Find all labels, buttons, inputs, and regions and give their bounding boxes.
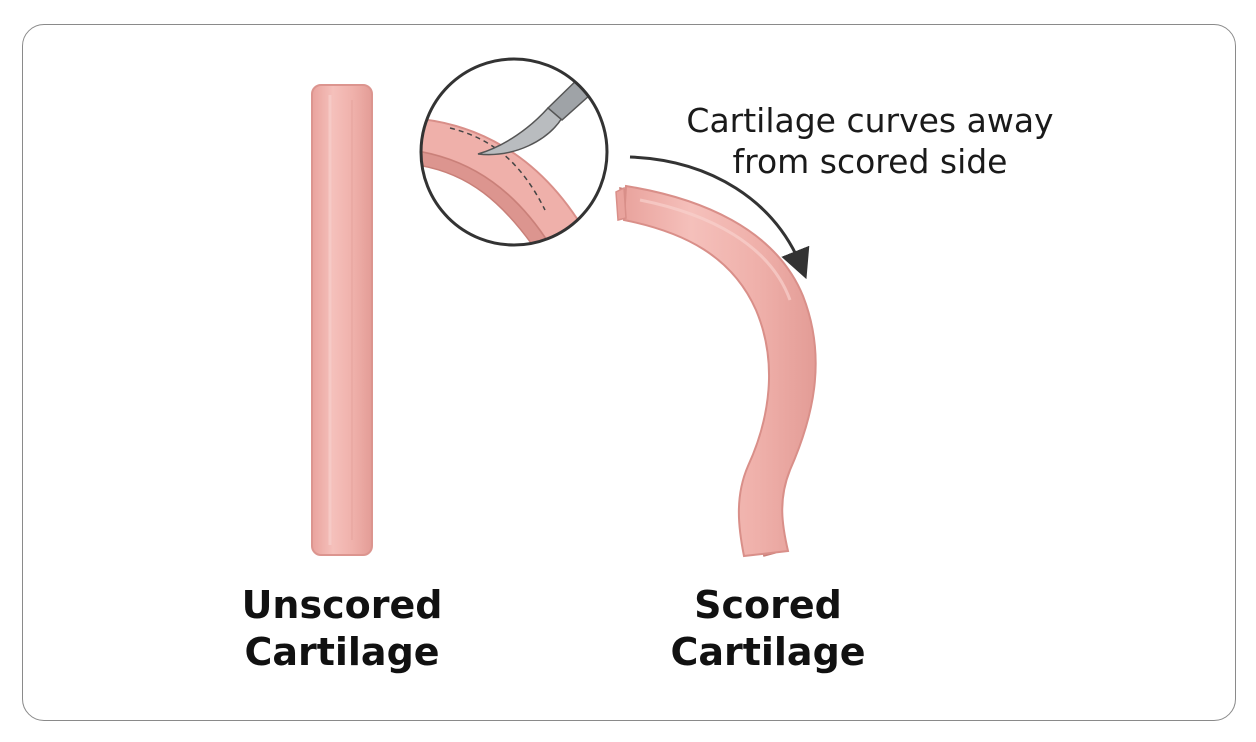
unscored-label-line-2: Cartilage — [244, 630, 440, 674]
curvature-annotation: Cartilage curves away from scored side — [660, 100, 1080, 182]
curve-arrow — [629, 155, 810, 280]
annotation-line-1: Cartilage curves away — [686, 101, 1054, 140]
scored-label-line-1: Scored — [694, 583, 842, 627]
scored-label-line-2: Cartilage — [670, 630, 866, 674]
unscored-label-line-1: Unscored — [241, 583, 443, 627]
annotation-line-2: from scored side — [732, 142, 1008, 181]
unscored-label: Unscored Cartilage — [222, 582, 462, 676]
scored-label: Scored Cartilage — [648, 582, 888, 676]
scored-cartilage — [615, 184, 817, 558]
unscored-cartilage — [311, 84, 373, 556]
magnified-inset — [419, 57, 609, 247]
figure-panel — [22, 24, 1236, 721]
